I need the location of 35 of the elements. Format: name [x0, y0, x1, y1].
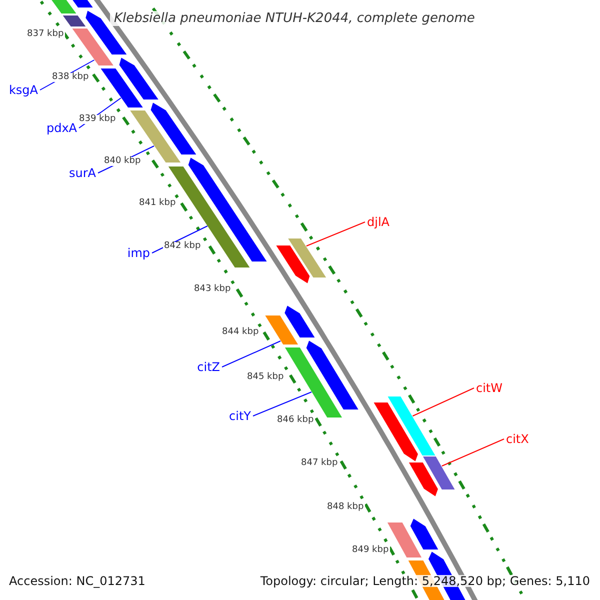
scale-label: 843 kbp: [193, 285, 232, 294]
leader-line: [412, 388, 474, 416]
leader-line: [222, 340, 281, 368]
leader-line: [252, 392, 312, 416]
scale-label: 844 kbp: [221, 328, 260, 337]
gene-label: surA: [69, 167, 96, 179]
scale-label: 838 kbp: [51, 73, 90, 82]
gene-label: citW: [476, 382, 503, 394]
gene-label: ksgA: [8, 84, 38, 96]
gene-block: [286, 238, 328, 278]
genome-stats-note: Topology: circular; Length: 5,248,520 bp; Genes: 5,110: [260, 575, 590, 587]
gene-block: [421, 456, 456, 490]
scale-label: 837 kbp: [26, 30, 65, 39]
gene-label: citY: [229, 410, 251, 422]
scale-label: 842 kbp: [163, 242, 202, 251]
scale-label: 845 kbp: [246, 373, 285, 382]
gene-label: citZ: [197, 361, 220, 373]
gene-block: [98, 68, 145, 108]
gene-label: djlA: [367, 216, 390, 228]
scale-label: 849 kbp: [351, 546, 390, 555]
gene-block: [70, 28, 116, 66]
gene-label: citX: [506, 433, 529, 445]
scale-label: 840 kbp: [103, 157, 142, 166]
scale-label: 839 kbp: [78, 115, 117, 124]
scale-label: 847 kbp: [300, 459, 339, 468]
leader-line: [441, 438, 504, 466]
gene-block: [263, 314, 300, 346]
accession-note: Accession: NC_012731: [9, 575, 146, 587]
gene-label: imp: [127, 247, 150, 259]
gene-block: [386, 396, 438, 458]
gene-label: pdxA: [46, 122, 77, 134]
scale-label: 848 kbp: [326, 503, 365, 512]
leader-line: [306, 222, 366, 246]
scale-label: 846 kbp: [276, 416, 315, 425]
scale-label: 841 kbp: [138, 199, 177, 208]
